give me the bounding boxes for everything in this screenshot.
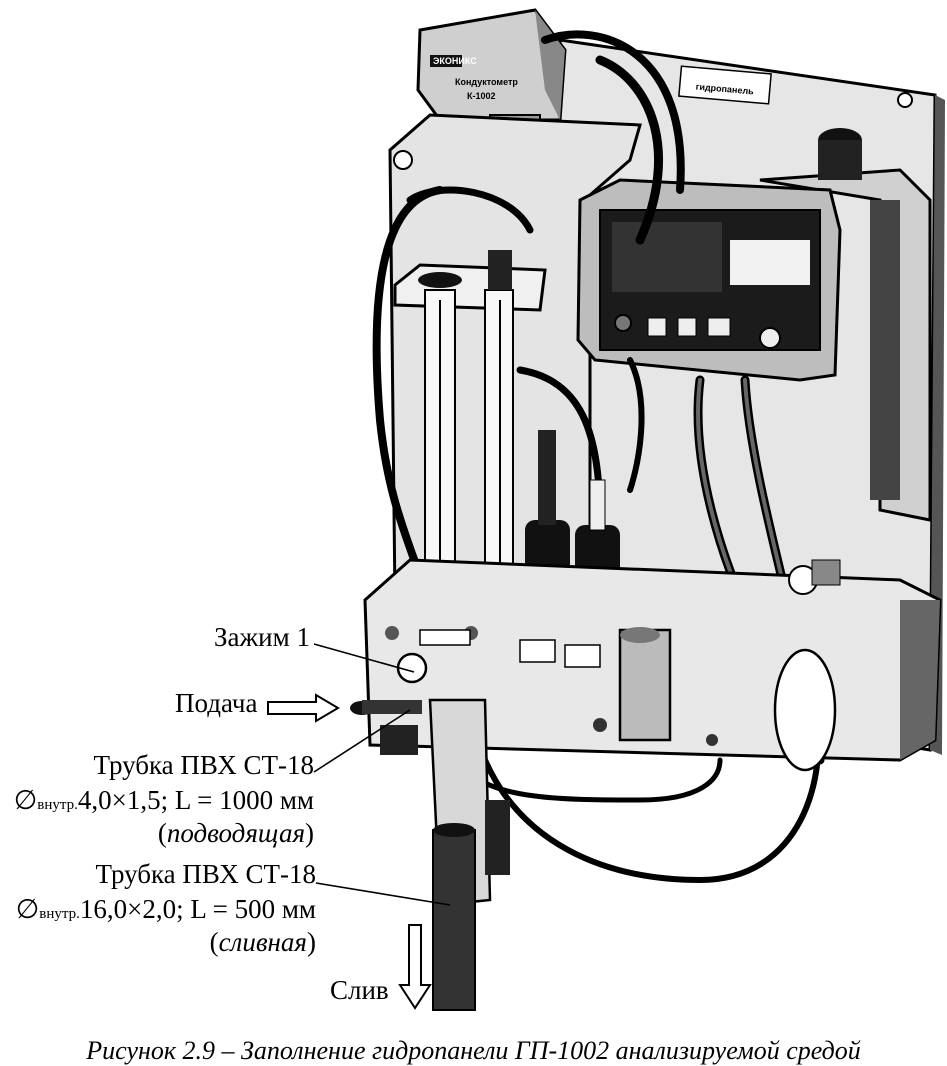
conductometer-line1: Кондуктометр [455, 77, 518, 87]
drain-tube-dims-line: ∅внутр.16,0×2,0; L = 500 мм [16, 896, 316, 923]
drain-label: Слив [330, 975, 389, 1005]
drain-tube-dims: 16,0×2,0; L = 500 мм [79, 894, 316, 924]
drain-tube-role: сливная [218, 927, 307, 957]
conductometer-brand: ЭКОНИКС [433, 56, 477, 66]
drain-tube-diam-sub: внутр. [39, 906, 80, 922]
clamp-label: Зажим 1 [214, 622, 310, 652]
supply-tube-role: подводящая [166, 818, 305, 848]
supply-tube-dims: 4,0×1,5; L = 1000 мм [77, 785, 314, 815]
drain-tube-role-close: ) [307, 927, 316, 957]
drain-arrow [398, 924, 432, 1010]
supply-tube-dims-line: ∅внутр.4,0×1,5; L = 1000 мм [14, 787, 314, 814]
supply-tube-role-close: ) [305, 818, 314, 848]
reagent-bottle [759, 128, 932, 522]
supply-tube-diam-symbol: ∅ [13, 785, 38, 815]
figure-caption: Рисунок 2.9 – Заполнение гидропанели ГП-… [86, 1036, 861, 1065]
supply-tube-diam-sub: внутр. [37, 797, 78, 813]
supply-tube-role-line: (подводящая) [158, 820, 314, 847]
supply-tube-role-open: ( [157, 818, 167, 848]
drain-assembly [350, 698, 510, 1011]
manifold-block [363, 558, 942, 772]
supply-tube-name: Трубка ПВХ СТ-18 [93, 750, 314, 780]
drain-tube-diam-symbol: ∅ [15, 894, 40, 924]
controller-unit [576, 178, 842, 382]
drain-tube-name: Трубка ПВХ СТ-18 [95, 859, 316, 889]
supply-arrow [267, 693, 340, 723]
callout-leaders [313, 643, 451, 906]
supply-label: Подача [175, 688, 258, 718]
drain-tube-role-line: (сливная) [210, 929, 316, 956]
drain-tube-role-open: ( [209, 927, 219, 957]
conductometer-line2: К-1002 [467, 91, 496, 101]
